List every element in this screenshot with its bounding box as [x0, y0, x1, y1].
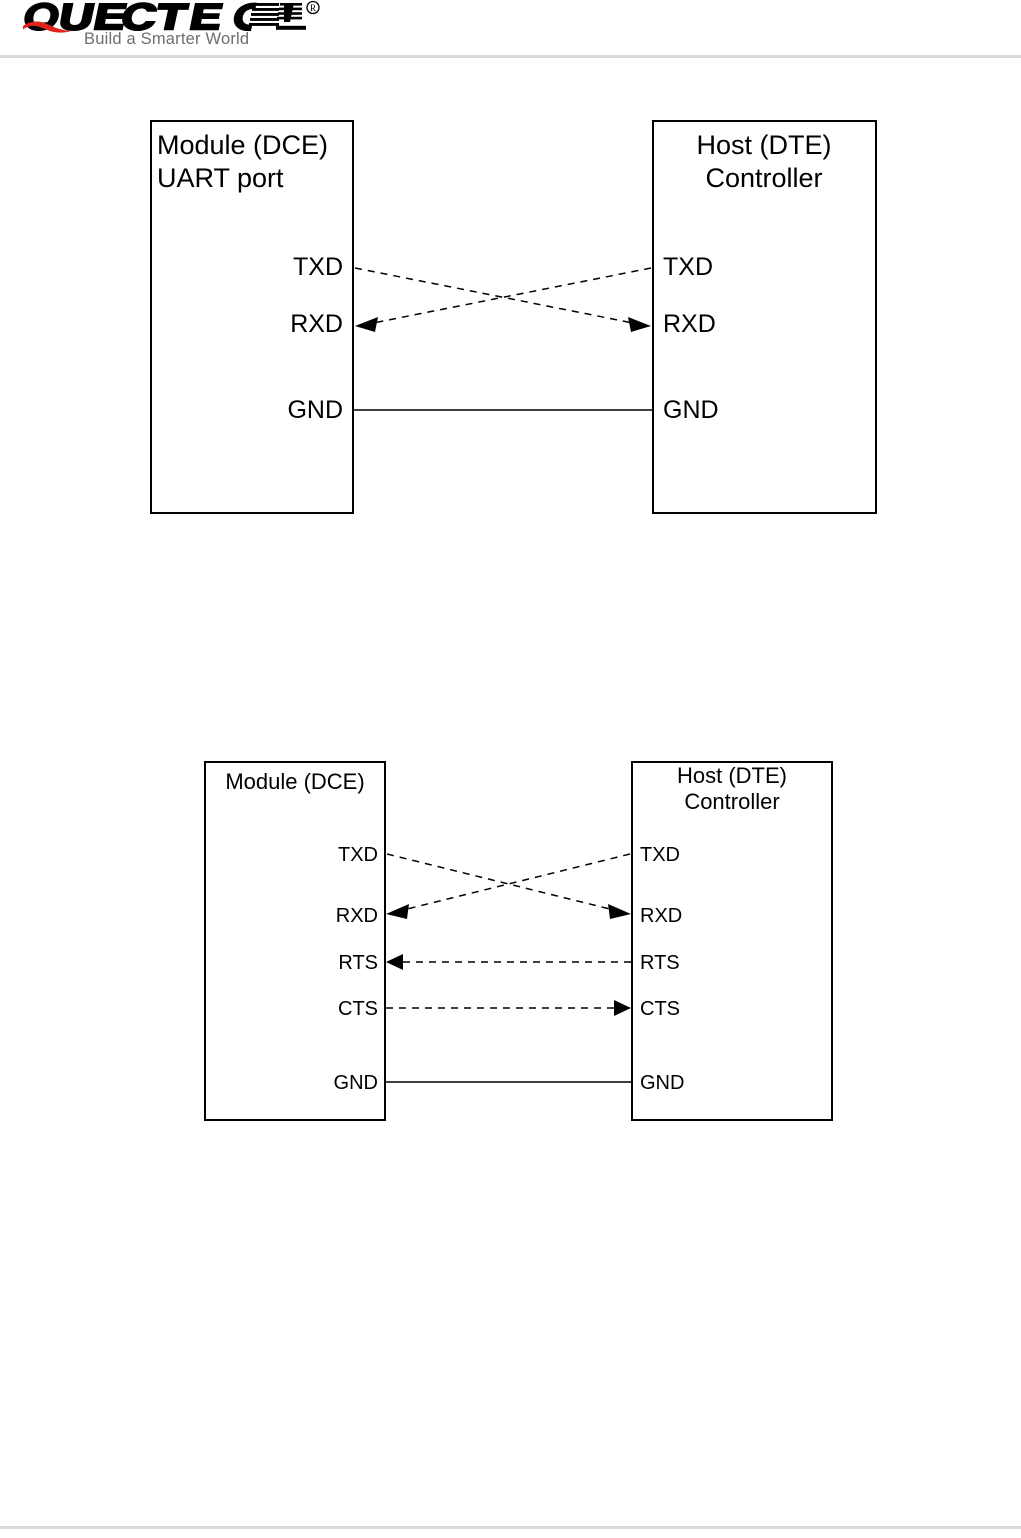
brand-tagline: Build a Smarter World: [84, 30, 250, 48]
module-dce-box-flowctrl: [204, 761, 386, 1121]
arrow-head-flowctrl-host-cts: [614, 1000, 631, 1016]
host-flowctrl-pin-cts-label: CTS: [640, 998, 680, 1020]
wire-module-txd-to-host-rxd: [354, 267, 639, 325]
module-flowctrl-pin-gnd-label: GND: [334, 1072, 378, 1094]
host-flowctrl-pin-gnd-label: GND: [640, 1072, 684, 1094]
module-flowctrl-pin-txd-label: TXD: [338, 844, 378, 866]
host-pin-rxd-label: RXD: [663, 310, 716, 338]
quectel-wordmark-icon: R: [23, 0, 320, 33]
arrow-head-module-rxd: [355, 317, 378, 332]
figure-uart-flow-control-connection: Module (DCE) TXD RXD RTS CTS GND Host (D…: [0, 740, 1021, 1140]
module-dce-box: [150, 120, 354, 514]
module-flowctrl-pin-rts-label: RTS: [338, 952, 378, 974]
module-dce-flowctrl-title-line1: Module (DCE): [225, 769, 364, 794]
footer-divider: [0, 1526, 1021, 1529]
host-flowctrl-pin-rts-label: RTS: [640, 952, 680, 974]
wire-flowctrl-module-txd-to-host-rxd: [386, 853, 619, 912]
module-flowctrl-pin-rxd-label: RXD: [336, 905, 378, 927]
header-divider: [0, 55, 1021, 58]
arrow-head-flowctrl-module-rxd: [386, 904, 409, 919]
host-flowctrl-pin-txd-label: TXD: [640, 844, 680, 866]
svg-text:R: R: [310, 3, 316, 13]
host-dte-title-line1: Host (DTE): [697, 130, 832, 160]
quectel-logo: R Build a Smarter World: [22, 0, 322, 52]
arrow-head-host-rxd: [628, 317, 651, 332]
host-dte-flowctrl-title-line1: Host (DTE): [677, 763, 787, 788]
arrow-head-flowctrl-module-rts: [386, 954, 403, 970]
host-dte-flowctrl-title-line2: Controller: [684, 789, 779, 814]
arrow-head-flowctrl-host-rxd: [608, 904, 631, 919]
host-pin-txd-label: TXD: [663, 253, 713, 281]
module-pin-txd-label: TXD: [293, 253, 343, 281]
module-pin-gnd-label: GND: [287, 396, 343, 424]
figure-uart-basic-connection: Module (DCE) UART port TXD RXD GND Host …: [0, 96, 1021, 536]
wire-flowctrl-host-txd-to-module-rxd: [398, 853, 631, 912]
host-pin-gnd-label: GND: [663, 396, 719, 424]
module-dce-title-line1: Module (DCE): [157, 130, 328, 160]
page-header: R Build a Smarter World: [0, 0, 1021, 58]
host-dte-title-line2: Controller: [705, 163, 822, 193]
module-pin-rxd-label: RXD: [290, 310, 343, 338]
host-dte-box: [652, 120, 877, 514]
host-dte-box-flowctrl: [631, 761, 833, 1121]
wire-host-txd-to-module-rxd: [367, 267, 652, 325]
module-dce-title-line2: UART port: [157, 163, 284, 193]
host-flowctrl-pin-rxd-label: RXD: [640, 905, 682, 927]
module-flowctrl-pin-cts-label: CTS: [338, 998, 378, 1020]
